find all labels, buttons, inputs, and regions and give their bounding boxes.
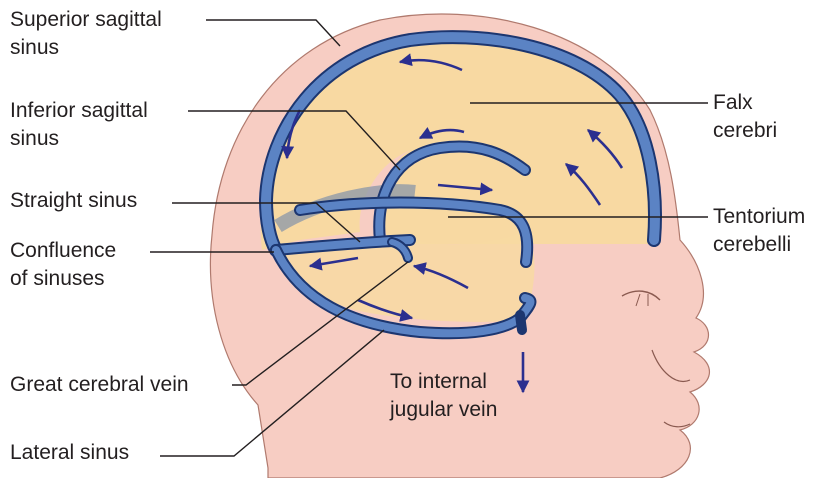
sigmoid-end bbox=[515, 310, 527, 335]
mouth bbox=[663, 421, 691, 428]
ear bbox=[651, 349, 691, 382]
label-falx-cerebri: Falx cerebri bbox=[713, 91, 778, 142]
label-inferior-sagittal-sinus: Inferior sagittal sinus bbox=[10, 99, 148, 150]
eyelash bbox=[635, 293, 649, 307]
label-lateral-sinus: Lateral sinus bbox=[10, 441, 130, 464]
label-straight-sinus: Straight sinus bbox=[10, 189, 138, 212]
tentorium-cerebelli bbox=[280, 230, 535, 322]
eye bbox=[621, 290, 661, 301]
label-tentorium-cerebelli: Tentorium cerebelli bbox=[713, 205, 806, 256]
label-to-internal-jugular-vein: To internal jugular vein bbox=[390, 370, 498, 421]
flow-arrow-vein bbox=[412, 262, 469, 290]
label-superior-sagittal-sinus: Superior sagittal sinus bbox=[10, 8, 162, 59]
leader-great-cerebral-vein bbox=[232, 261, 409, 386]
label-confluence-of-sinuses: Confluence of sinuses bbox=[10, 239, 117, 290]
flow-arrow-lateral bbox=[357, 298, 414, 322]
leader-lateral-sinus bbox=[160, 329, 385, 457]
label-great-cerebral-vein: Great cerebral vein bbox=[10, 373, 189, 396]
leader-inferior-sagittal bbox=[188, 110, 401, 171]
leader-straight-sinus bbox=[172, 202, 361, 243]
flow-arrow-confluence bbox=[308, 256, 359, 271]
petrous-band bbox=[274, 184, 416, 232]
flow-arrow-top bbox=[398, 53, 463, 72]
flow-arrow-inferior bbox=[418, 126, 465, 140]
flow-arrow-left bbox=[281, 109, 302, 160]
leader-superior-sagittal bbox=[206, 19, 341, 47]
flow-arrow-straight bbox=[437, 182, 494, 196]
flow-arrow-right-lower bbox=[565, 163, 602, 206]
flow-arrow-right-upper bbox=[587, 129, 624, 169]
